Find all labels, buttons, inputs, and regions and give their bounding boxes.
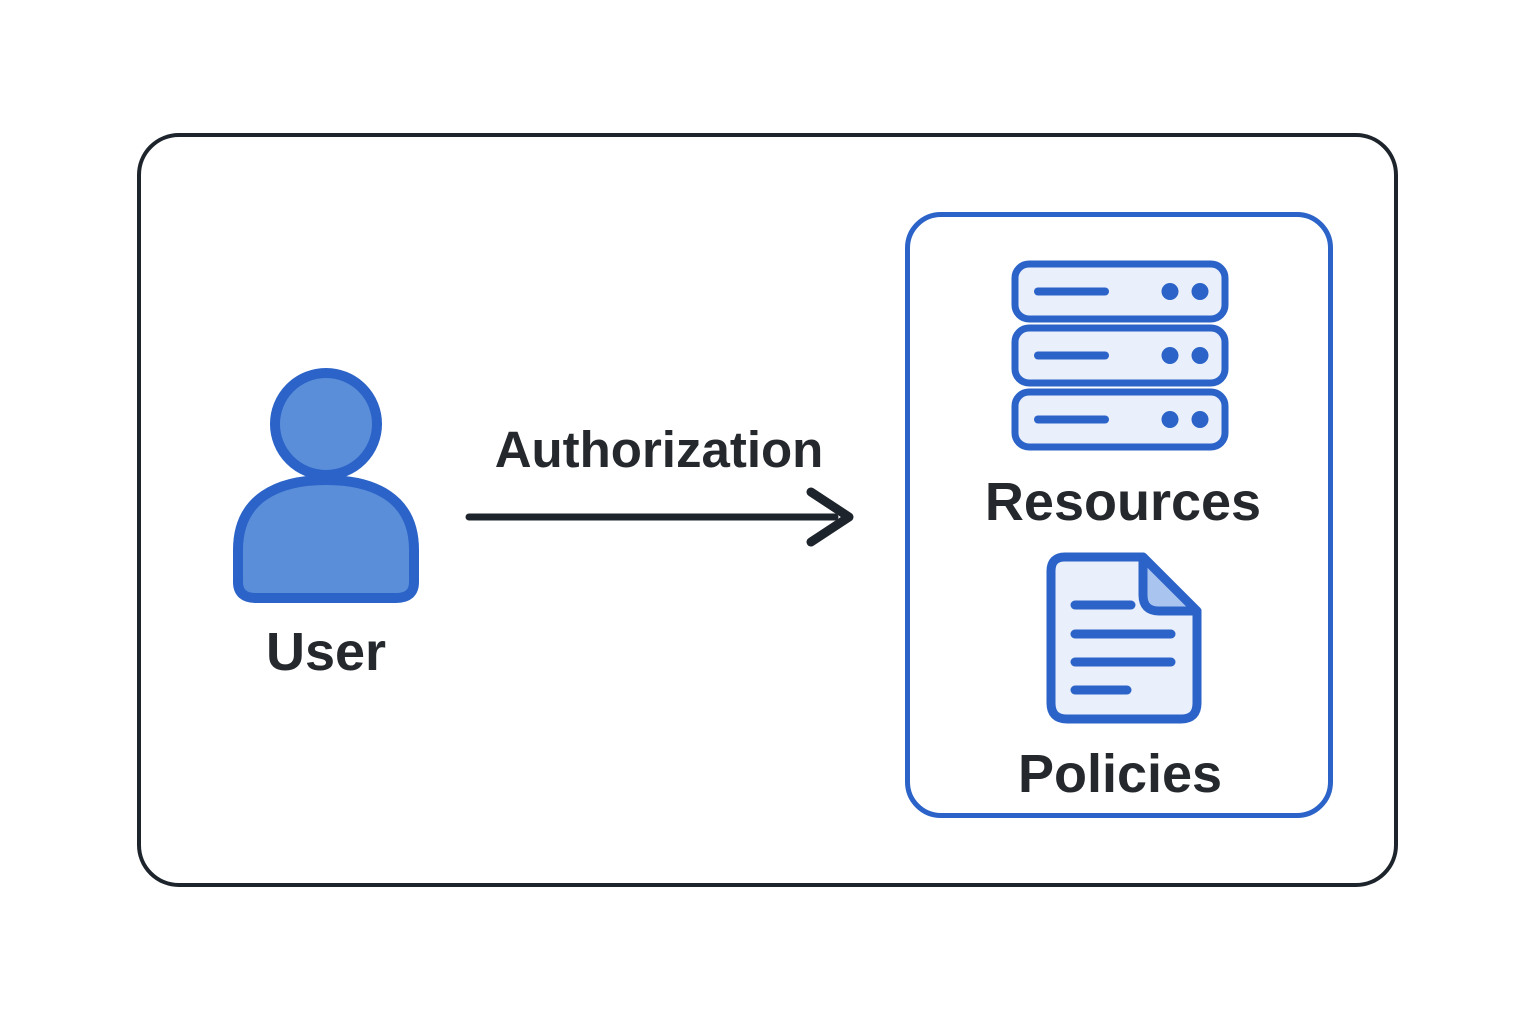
person-icon (233, 368, 419, 603)
right-arrow-icon (465, 487, 854, 547)
user-label: User (265, 622, 387, 682)
policies-label: Policies (1017, 744, 1223, 804)
authorization-label: Authorization (494, 421, 824, 478)
document-icon (1046, 552, 1202, 724)
server-stack-icon (1011, 260, 1229, 451)
resources-policies-box: Resources Policies (905, 212, 1333, 818)
resources-label: Resources (984, 472, 1262, 532)
